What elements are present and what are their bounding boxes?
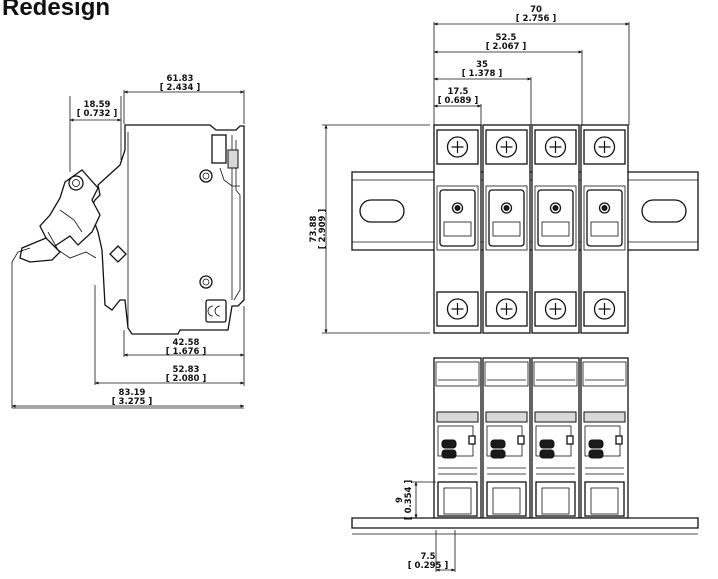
page-title: Redesign	[2, 0, 111, 21]
front-module	[433, 124, 482, 334]
front-dim-70-in: [ 2.756 ]	[516, 14, 557, 24]
front-view: 70 [ 2.756 ] 52.5 [ 2.067 ] 35 [ 1.378 ]…	[309, 5, 699, 334]
front-module	[482, 124, 531, 334]
bottom-dim-7-mm: 7.5	[420, 552, 435, 562]
front-dim-35-in: [ 1.378 ]	[462, 69, 503, 79]
side-dim-holder-in: [ 0.732 ]	[77, 109, 118, 119]
front-dim-17-in: [ 0.689 ]	[438, 96, 479, 106]
front-dim-35-mm: 35	[476, 60, 488, 70]
bottom-dim-9-in: [ 0.354 ]	[404, 480, 414, 521]
side-view: 61.83 [ 2.434 ] 18.59 [ 0.732 ] 42.58 [ …	[11, 74, 245, 409]
front-dim-52-in: [ 2.067 ]	[486, 42, 527, 52]
side-dim-overall-mm: 61.83	[167, 74, 194, 84]
front-height-mm: 73.88	[309, 215, 319, 242]
front-dim-70-mm: 70	[530, 5, 542, 15]
front-dim-17-mm: 17.5	[448, 87, 469, 97]
bottom-dim-9-mm: 9	[395, 497, 405, 503]
side-dim-depth-in: [ 1.676 ]	[166, 347, 207, 357]
side-dim-holder-mm: 18.59	[84, 100, 111, 110]
front-dim-52-mm: 52.5	[496, 33, 517, 43]
side-dim-open-in: [ 2.080 ]	[166, 374, 207, 384]
front-module	[531, 124, 580, 334]
bottom-module	[580, 357, 629, 519]
side-dim-depth-mm: 42.58	[173, 338, 200, 348]
side-dim-total-mm: 83.19	[119, 388, 146, 398]
bottom-module	[531, 357, 580, 519]
side-dim-open-mm: 52.83	[173, 365, 200, 375]
bottom-dim-7-in: [ 0.295 ]	[408, 561, 449, 571]
front-height-in: [ 2.909 ]	[318, 209, 328, 250]
bottom-view: 9 [ 0.354 ] 7.5 [ 0.295 ]	[351, 357, 699, 572]
bottom-module	[433, 357, 482, 519]
bottom-module	[482, 357, 531, 519]
side-dim-overall-in: [ 2.434 ]	[160, 83, 201, 93]
front-module	[580, 124, 629, 334]
rail-slot-left	[359, 199, 405, 223]
rail-slot-right	[641, 199, 687, 223]
side-dim-total-in: [ 3.275 ]	[112, 397, 153, 407]
